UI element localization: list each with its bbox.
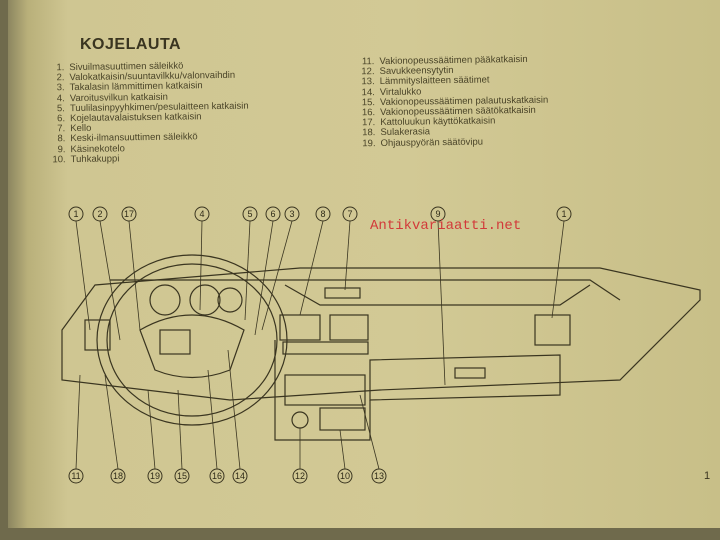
leader-line: [104, 374, 119, 470]
callout-number: 6: [270, 209, 275, 219]
callout-number: 10: [340, 471, 350, 481]
leader-line: [551, 220, 565, 319]
leader-line: [147, 389, 156, 470]
callout-circle: [556, 206, 572, 222]
callout-circle: [121, 206, 137, 222]
callout-number: 1: [73, 209, 78, 219]
callout-number: 18: [113, 471, 123, 481]
callout-circle: [342, 206, 358, 222]
callout-number: 4: [199, 209, 204, 219]
callout-number: 19: [150, 471, 160, 481]
leader-line: [261, 220, 293, 331]
callout-circle: [315, 206, 331, 222]
callout-circle: [92, 206, 108, 222]
page-number: 1: [704, 470, 711, 482]
callout-circle: [337, 468, 353, 484]
callout-number: 15: [177, 471, 187, 481]
leader-line: [299, 220, 324, 316]
callout-number: 11: [71, 471, 80, 481]
callout-number: 9: [435, 209, 440, 219]
callout-circle: [68, 468, 84, 484]
callout-number: 3: [289, 209, 294, 219]
callout-circle: [174, 468, 190, 484]
callouts-bottom: 11 18 19 15 16 14 12 10 13: [68, 349, 387, 484]
leader-line: [227, 349, 241, 470]
leader-line: [437, 220, 446, 386]
callout-number: 14: [235, 471, 245, 481]
callout-circle: [430, 206, 446, 222]
callout-number: 13: [374, 471, 384, 481]
leader-line: [99, 220, 121, 341]
leader-line: [344, 220, 351, 291]
callout-number: 8: [320, 209, 325, 219]
callout-number: 17: [124, 209, 134, 219]
leader-line: [75, 220, 91, 331]
callout-circle: [232, 468, 248, 484]
callout-circle: [265, 206, 281, 222]
callout-number: 12: [295, 471, 305, 481]
leader-line: [177, 389, 183, 470]
page-title: KOJELAUTA: [80, 36, 182, 53]
callout-circle: [242, 206, 258, 222]
callout-number: 1: [561, 209, 566, 219]
leader-line: [75, 374, 81, 470]
callout-circle: [284, 206, 300, 222]
callouts-top: 1 2 17 4 5 6 3 8 7 9 1: [68, 206, 572, 386]
leader-line: [254, 220, 274, 336]
callout-circle: [292, 468, 308, 484]
callout-circle: [209, 468, 225, 484]
callout-number: 16: [212, 471, 222, 481]
leader-line: [359, 394, 380, 470]
leader-line: [244, 220, 251, 321]
leader-line: [199, 220, 203, 311]
callout-circle: [110, 468, 126, 484]
callout-number: 5: [247, 209, 252, 219]
watermark: Antikvariaatti.net: [370, 218, 522, 234]
callout-number: 7: [347, 209, 352, 219]
leader-line: [207, 369, 218, 470]
leader-line: [339, 429, 346, 470]
callout-number: 2: [97, 209, 102, 219]
leader-line: [128, 220, 141, 331]
callout-circle: [194, 206, 210, 222]
callout-circle: [371, 468, 387, 484]
callout-circle: [147, 468, 163, 484]
callout-circle: [68, 206, 84, 222]
